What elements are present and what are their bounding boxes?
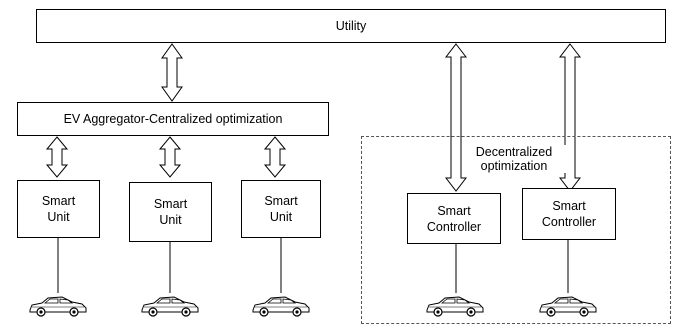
double-arrow-icon (158, 136, 182, 178)
smart-unit-label-line2: Unit (269, 210, 293, 224)
utility-label: Utility (335, 19, 367, 33)
smart-unit-box: Smart Unit (241, 180, 321, 238)
smart-unit-label-line1: Smart (264, 194, 298, 208)
smart-controller-box: Smart Controller (407, 193, 501, 244)
smart-unit-box: Smart Unit (129, 182, 212, 242)
double-arrow-icon (444, 43, 468, 192)
decentralized-label: Decentralized optimization (462, 145, 566, 173)
decentralized-label-line2: optimization (480, 159, 548, 173)
smart-unit-box: Smart Unit (17, 180, 100, 238)
smart-controller-label-line2: Controller (541, 215, 597, 229)
car-icon (252, 296, 310, 317)
smart-unit-label-line2: Unit (47, 210, 70, 224)
smart-unit-label-line2: Unit (159, 213, 182, 227)
aggregator-label: EV Aggregator-Centralized optimization (63, 112, 283, 126)
car-icon (29, 296, 87, 317)
double-arrow-icon (161, 43, 183, 102)
utility-box: Utility (36, 9, 666, 43)
smart-unit-label-line1: Smart (153, 197, 188, 211)
smart-controller-label-line1: Smart (437, 203, 471, 218)
double-arrow-icon (263, 136, 287, 178)
decentralized-label-line1: Decentralized (475, 145, 553, 159)
double-arrow-icon (45, 136, 69, 178)
smart-controller-label-line1: Smart (552, 199, 586, 213)
smart-controller-label-line2: Controller (426, 219, 482, 234)
decentralized-region (361, 136, 671, 324)
car-icon (141, 296, 199, 317)
smart-controller-box: Smart Controller (522, 188, 616, 240)
smart-unit-label-line1: Smart (41, 194, 76, 208)
aggregator-box: EV Aggregator-Centralized optimization (17, 102, 329, 136)
